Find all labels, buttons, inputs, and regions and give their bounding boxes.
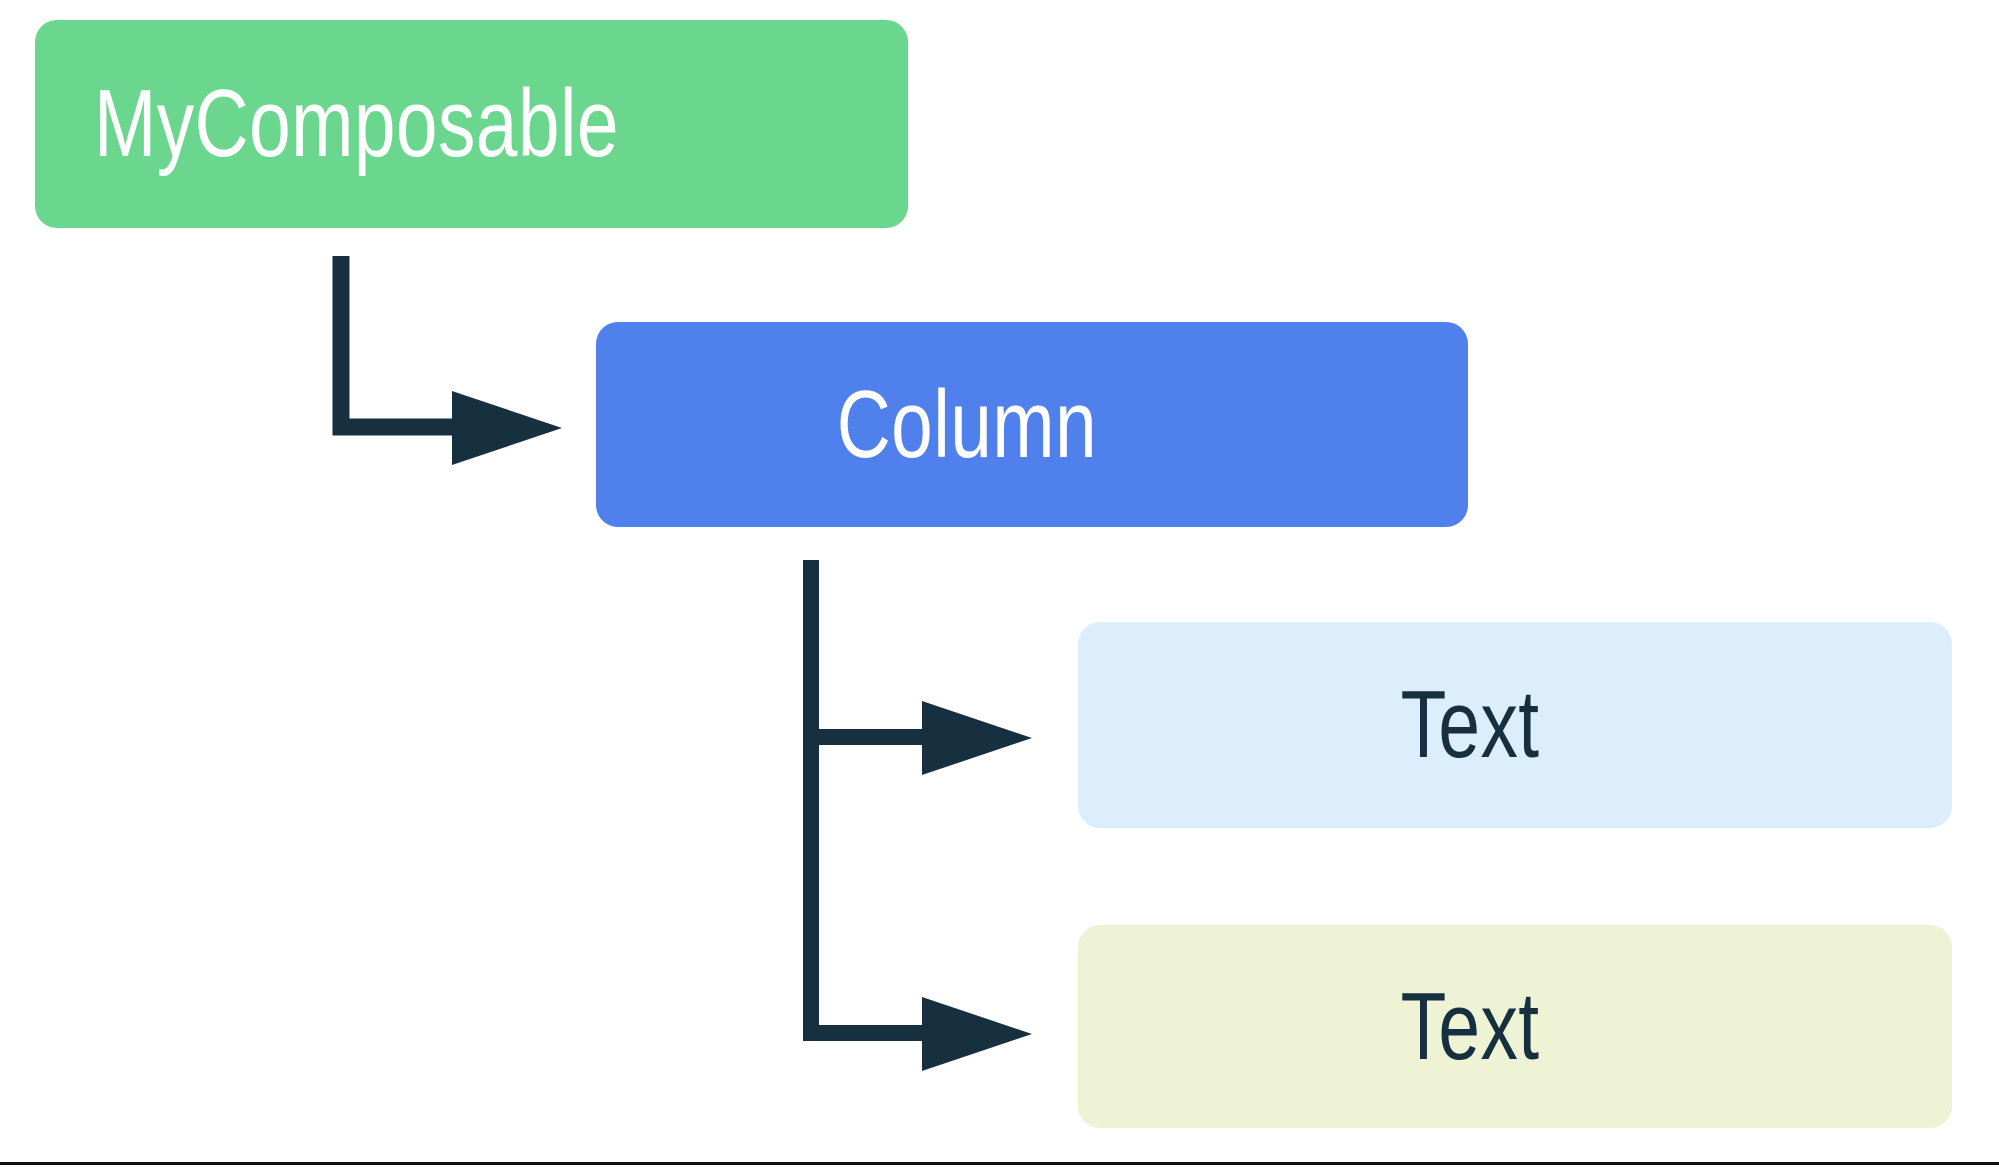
edge-column-to-text-2 bbox=[803, 737, 1032, 1071]
edge-line bbox=[803, 737, 925, 1041]
edge-column-to-text-1 bbox=[803, 560, 1032, 775]
arrowhead-icon bbox=[922, 701, 1032, 775]
node-column[interactable]: Column bbox=[596, 322, 1468, 527]
edge-mycomposable-to-column bbox=[332, 256, 562, 465]
edge-line bbox=[332, 256, 455, 436]
arrowhead-icon bbox=[452, 391, 562, 465]
node-text-1[interactable]: Text bbox=[1078, 622, 1952, 828]
node-text-2-label: Text bbox=[1400, 972, 1540, 1080]
node-mycomposable[interactable]: MyComposable bbox=[35, 20, 908, 228]
edge-line bbox=[803, 560, 925, 745]
page-bottom-rule bbox=[0, 1162, 1999, 1165]
arrowhead-icon bbox=[922, 997, 1032, 1071]
node-mycomposable-label: MyComposable bbox=[94, 70, 619, 177]
node-text-1-label: Text bbox=[1400, 671, 1540, 778]
node-column-label: Column bbox=[836, 370, 1098, 478]
node-text-2[interactable]: Text bbox=[1078, 925, 1952, 1128]
